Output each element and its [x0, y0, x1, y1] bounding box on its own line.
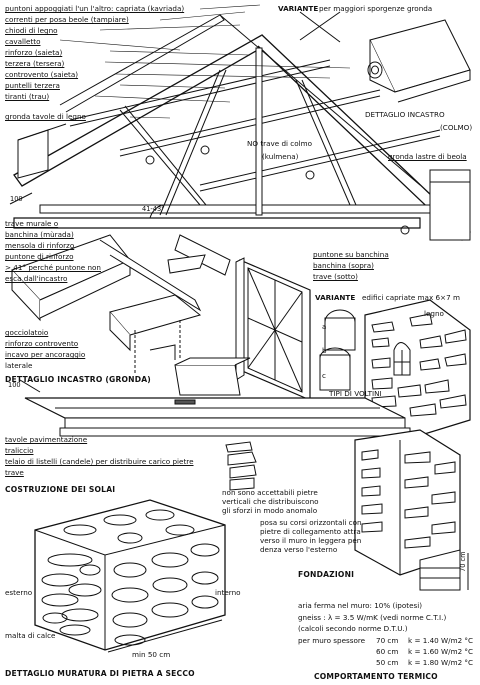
caption-costruzione: COSTRUZIONE DEI SOLAI	[5, 485, 116, 494]
label-incavo: incavo per ancoraggio	[5, 350, 86, 359]
label-gocciolatoio: gocciolatoio	[5, 328, 49, 337]
label-trave-sotto: trave (sotto)	[313, 272, 358, 281]
label-terzera: terzera (tersera)	[5, 59, 65, 68]
label-s1: 70 cm	[376, 636, 399, 645]
label-posa-3: verso il muro in leggera pen	[260, 536, 362, 545]
label-rinforzo-saieta: rinforzo (saieta)	[5, 48, 63, 57]
label-laterale: laterale	[5, 361, 33, 370]
label-banchina: banchina (mùrada)	[5, 230, 74, 239]
label-esca: esca dall'incastro	[5, 274, 68, 283]
label-traliccio: traliccio	[5, 446, 34, 455]
label-posa-2: pietre di collegamento attra	[260, 527, 361, 536]
caption-dettaglio-gronda: DETTAGLIO INCASTRO (GRONDA)	[5, 375, 151, 384]
label-tipi-voltini: TIPI DI VOLTINI	[329, 389, 382, 398]
dry-stone-wall	[34, 499, 226, 653]
label-puntone-banchina: puntone su banchina	[313, 250, 389, 259]
label-cavalletto: cavalletto	[5, 37, 41, 46]
label-edifici: edifici capriate max 6×7 m	[362, 293, 460, 302]
label-min50: min 50 cm	[132, 650, 171, 659]
stone-wall-right	[319, 299, 471, 441]
variante-frame	[235, 257, 311, 401]
label-telaio: telaio di listelli (candele) per distrib…	[5, 457, 194, 466]
roof-truss	[9, 14, 471, 241]
label-colmo: (COLMO)	[440, 123, 473, 132]
label-trave-murale: trave murale o	[5, 219, 59, 228]
label-k3: k = 1.80 W/m2 °C	[408, 658, 474, 667]
gronda-detail	[11, 234, 231, 375]
leader-lines	[59, 4, 351, 119]
colmo-detail	[299, 11, 471, 103]
label-kulmena: (kulmena)	[262, 152, 299, 161]
label-puntone-rinforzo: puntone di rinforzo	[5, 252, 74, 261]
floor-construction	[19, 357, 411, 437]
label-posa-1: posa su corsi orizzontali con	[260, 518, 362, 527]
label-tiranti: tiranti (trau)	[5, 92, 50, 101]
label-esterno: esterno	[5, 588, 33, 597]
label-variante-mid: VARIANTE	[315, 293, 356, 302]
label-mensola: mensola di rinforzo	[5, 241, 75, 250]
label-controvento: controvento (saieta)	[5, 70, 79, 79]
label-banchina-sopra: banchina (sopra)	[313, 261, 374, 270]
label-s2: 60 cm	[376, 647, 399, 656]
label-chiodi: chiodi di legno	[5, 26, 58, 35]
label-variante-top: VARIANTE	[278, 4, 319, 13]
label-a: a	[322, 322, 327, 331]
label-calcoli: (calcoli secondo norme D.T.U.)	[298, 624, 408, 633]
label-dim-100-mid: 100	[8, 381, 21, 389]
label-interno: interno	[215, 588, 241, 597]
label-k1: k = 1.40 W/m2 °C	[408, 636, 474, 645]
label-correnti: correnti per posa beole (tampiare)	[5, 15, 129, 24]
label-angle: 41-43°	[142, 205, 165, 213]
label-gronda-beola: gronda lastre di beola	[388, 152, 467, 161]
label-s3: 50 cm	[376, 658, 399, 667]
label-variante-top-text: per maggiori sporgenze gronda	[319, 4, 433, 13]
label-dim-70: 70 cm	[459, 551, 467, 572]
label-puntelli: puntelli terzera	[5, 81, 60, 90]
label-gt41: > 41° perché puntone non	[5, 263, 101, 272]
label-tavole: tavole pavimentazione	[5, 435, 88, 444]
label-gneiss: gneiss : λ = 3.5 W/mK (vedi norme C.T.I.…	[298, 613, 447, 622]
caption-comportamento: COMPORTAMENTO TERMICO	[314, 672, 438, 681]
label-trave: trave	[5, 468, 24, 477]
label-c: c	[322, 371, 326, 380]
label-legno: legno	[424, 309, 444, 318]
caption-fondazioni: FONDAZIONI	[298, 570, 355, 579]
label-rinforzo-contro: rinforzo controvento	[5, 339, 79, 348]
foundation	[225, 429, 469, 591]
label-spessore: per muro spessore	[298, 636, 366, 645]
label-gronda-legno: gronda tavole di legno	[5, 112, 86, 121]
label-no-trave: NO trave di colmo	[247, 139, 313, 148]
label-malta: malta di calce	[5, 631, 56, 640]
label-verticali: verticali che distribuiscono	[222, 497, 319, 506]
caption-dettaglio-muratura: DETTAGLIO MURATURA DI PIETRA A SECCO	[5, 669, 195, 678]
label-dettaglio-colmo: DETTAGLIO INCASTRO	[365, 110, 445, 119]
label-sforzi: gli sforzi in modo anomalo	[222, 506, 318, 515]
label-dim-100-top: 100	[10, 195, 23, 203]
label-puntoni: puntoni appoggiati l'un l'altro: capriat…	[5, 4, 185, 13]
label-posa-4: denza verso l'esterno	[260, 545, 338, 554]
label-aria: aria ferma nel muro: 10% (ipotesi)	[298, 601, 423, 610]
label-non-sono: non sono accettabili pietre	[222, 488, 318, 497]
label-k2: k = 1.60 W/m2 °C	[408, 647, 474, 656]
label-b: b	[322, 346, 327, 355]
